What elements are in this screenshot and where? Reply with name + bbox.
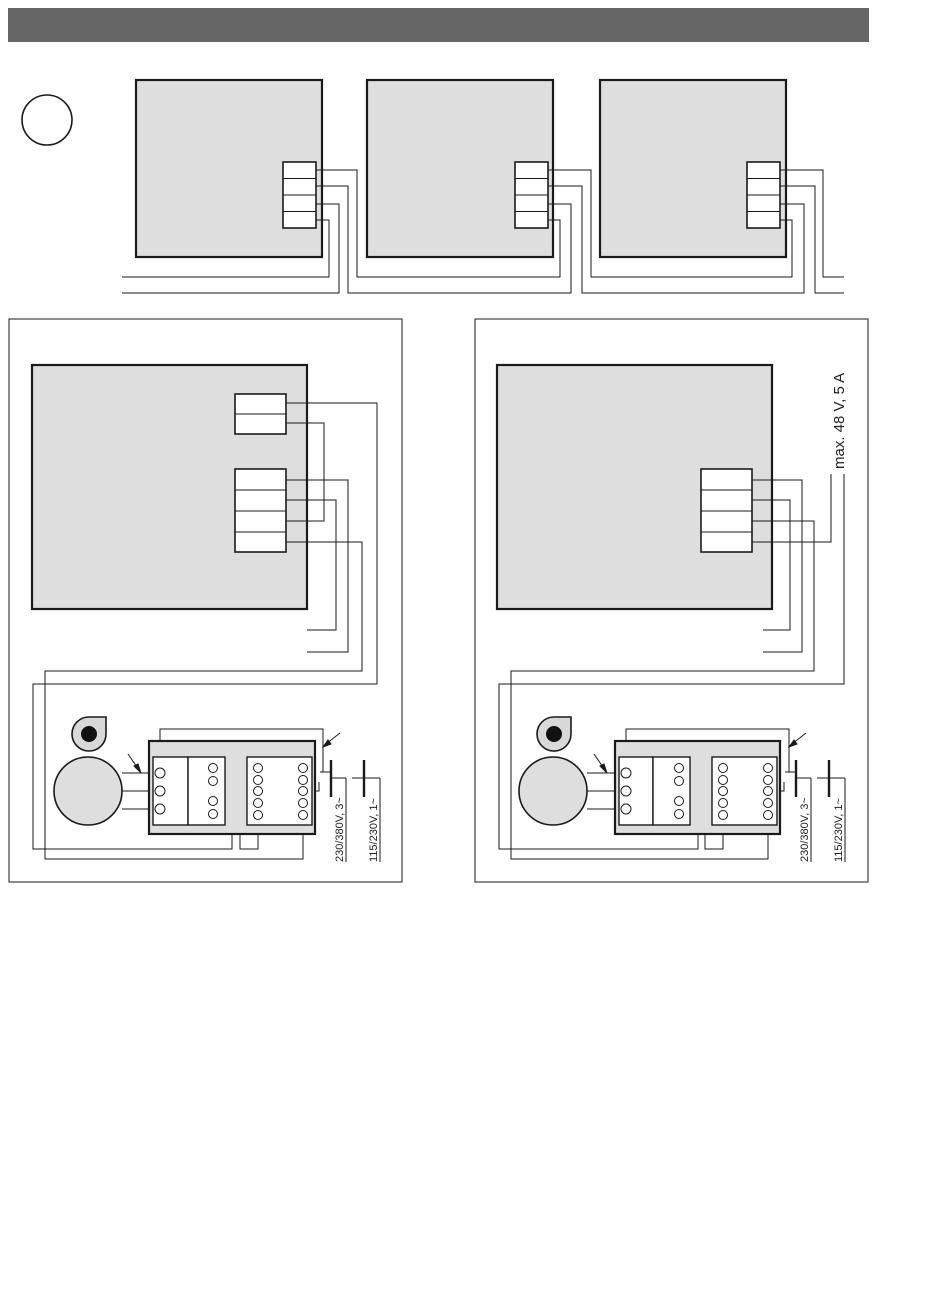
- right-controller: [497, 365, 772, 609]
- left-contactor: [149, 741, 315, 834]
- left-supply-1ph-label: 115/230V, 1~: [368, 798, 380, 862]
- right-contactor: [615, 741, 780, 834]
- top-controller-1: [136, 80, 322, 257]
- left-controller: [32, 365, 307, 609]
- top-controller-2: [367, 80, 553, 257]
- right-supply-1ph-label: 115/230V, 1~: [833, 798, 845, 862]
- left-fan-icon: [72, 717, 106, 751]
- circle-marker-icon: [22, 95, 72, 145]
- left-supply-3ph-label: 230/380V, 3~: [334, 797, 346, 862]
- relay-rating-label: max. 48 V, 5 A: [831, 373, 848, 469]
- right-supply-3ph-label: 230/380V, 3~: [799, 797, 811, 862]
- top-controller-3: [600, 80, 786, 257]
- right-fan-icon: [537, 717, 571, 751]
